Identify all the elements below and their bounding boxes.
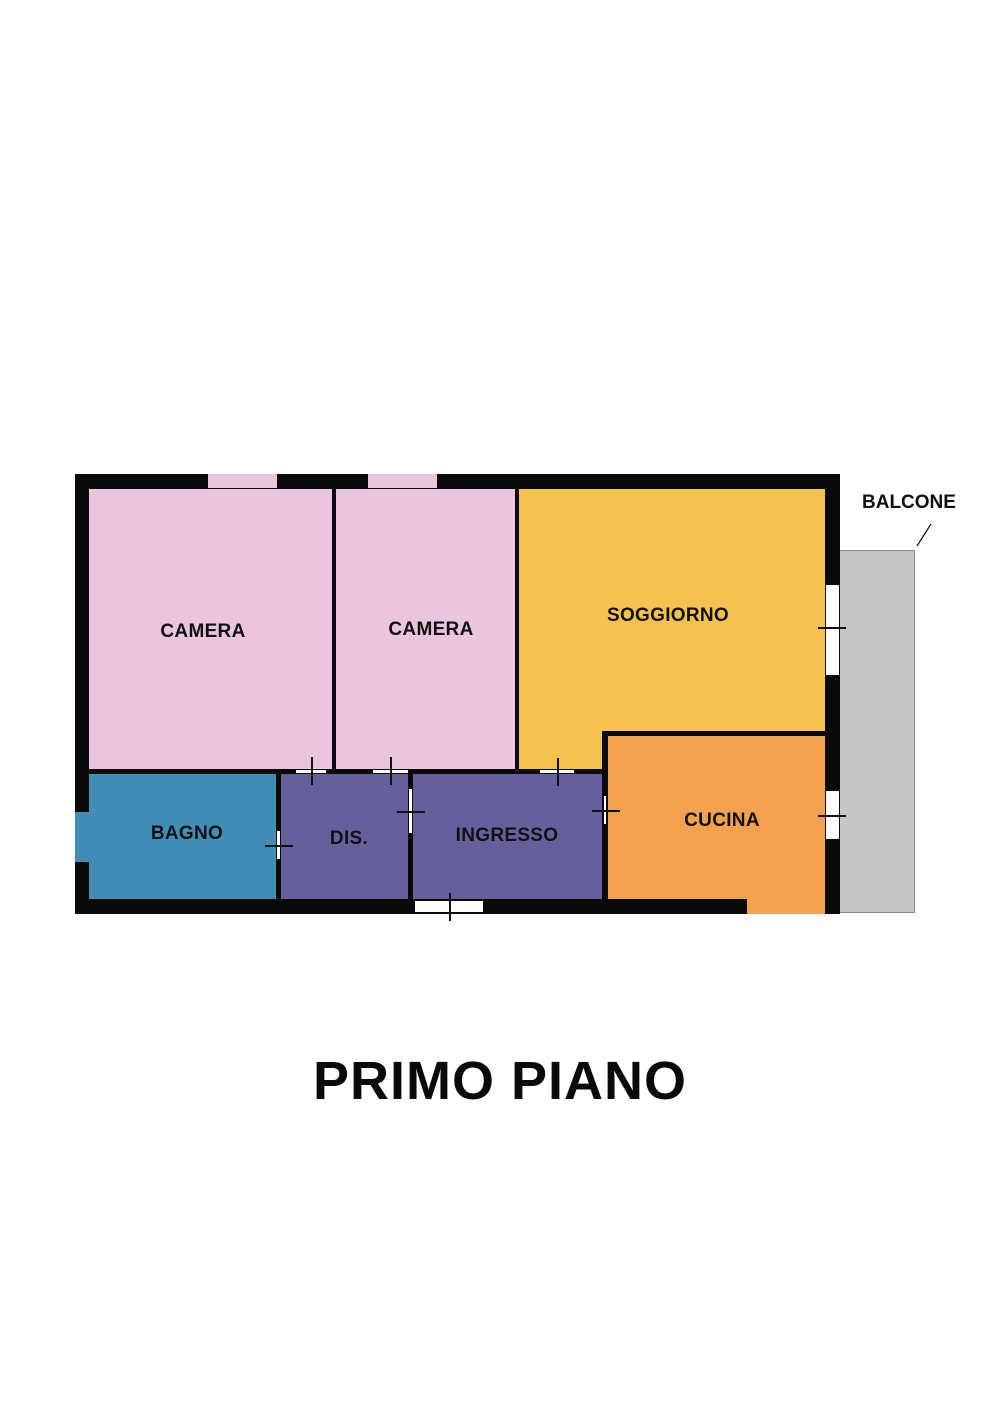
window-camera-2 <box>368 474 437 488</box>
label-dis: DIS. <box>329 828 369 849</box>
wall-camera-divider <box>332 488 336 772</box>
wall-camera-soggiorno <box>515 488 519 772</box>
wall-mid-horizontal <box>88 769 608 774</box>
room-ingresso <box>411 772 607 900</box>
wall-top <box>75 474 840 489</box>
balcone-leader-line <box>916 523 932 547</box>
tick-dis-door <box>397 811 425 813</box>
room-bagno <box>75 772 279 900</box>
tick-camera1-door <box>311 757 313 785</box>
label-camera-1: CAMERA <box>160 621 246 642</box>
window-soggiorno <box>826 585 839 675</box>
label-cucina: CUCINA <box>684 810 760 831</box>
room-balcone <box>838 550 915 913</box>
wall-dis-ingresso <box>408 772 413 902</box>
wall-right <box>825 474 840 914</box>
wall-cucina-top <box>603 731 827 736</box>
tick-soggiorno-door <box>557 758 559 786</box>
tick-soggiorno-window <box>818 627 846 629</box>
label-balcone: BALCONE <box>862 492 956 513</box>
tick-cucina-door <box>592 810 620 812</box>
label-ingresso: INGRESSO <box>455 825 559 846</box>
room-dis <box>279 772 411 900</box>
room-camera-2 <box>334 488 517 770</box>
room-soggiorno <box>517 488 827 770</box>
floor-title: PRIMO PIANO <box>312 1051 688 1111</box>
room-camera-1 <box>88 488 334 770</box>
label-camera-2: CAMERA <box>388 619 474 640</box>
wall-bottom <box>75 899 747 914</box>
tick-cucina-window <box>818 815 846 817</box>
label-bagno: BAGNO <box>150 823 224 844</box>
wall-left-upper <box>75 474 89 812</box>
tick-bagno-door <box>265 845 293 847</box>
room-cucina <box>606 732 828 914</box>
label-soggiorno: SOGGIORNO <box>607 605 729 626</box>
tick-entrance-door <box>449 893 451 921</box>
tick-camera2-door <box>390 757 392 785</box>
window-camera-1 <box>208 474 277 488</box>
